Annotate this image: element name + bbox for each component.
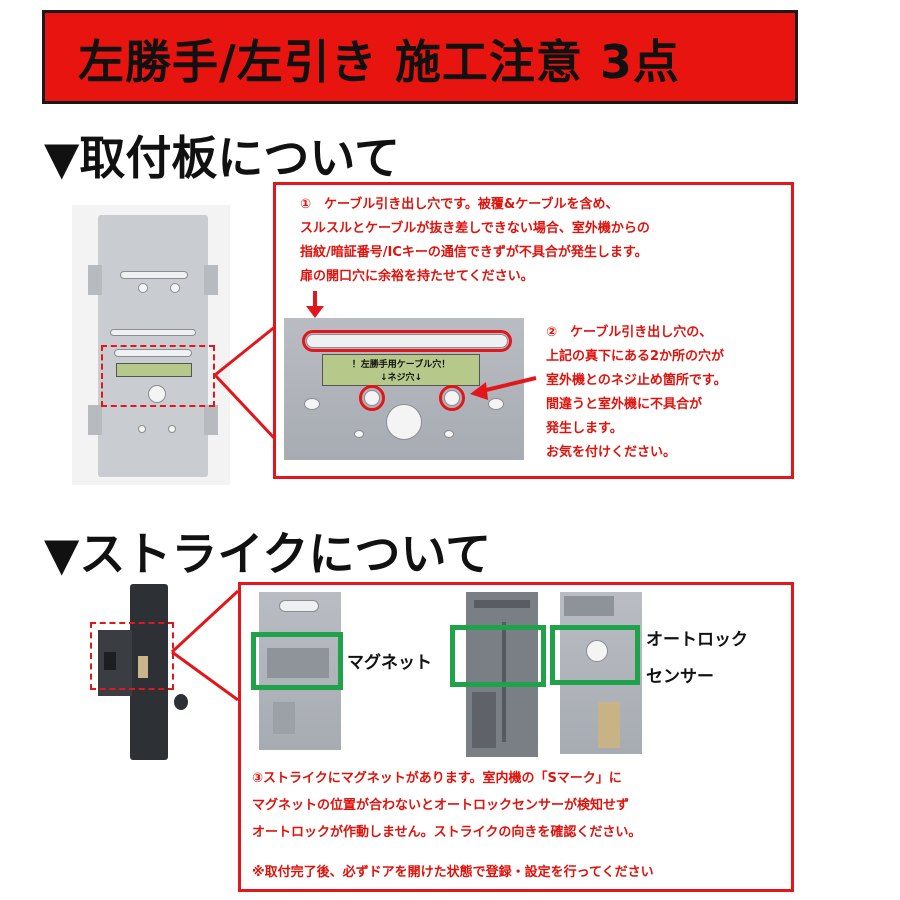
- plate-hole: [138, 283, 148, 293]
- arrow-down-icon: [313, 291, 317, 309]
- magnet-highlight-box: [251, 632, 343, 690]
- note-2-line: 発生します。: [546, 421, 623, 436]
- strike-top: [564, 596, 614, 616]
- note-2-line: 上記の真下にある2か所の穴が: [546, 349, 725, 364]
- strike-knob: [174, 694, 188, 710]
- magnet-area: [267, 648, 329, 678]
- note-3-line: ③ストライクにマグネットがあります。室内機の「Sマーク」に: [252, 771, 622, 786]
- plate-slot: [114, 349, 192, 357]
- plate-hole: [148, 385, 166, 403]
- note-1: ① ケーブル引き出し穴です。被覆&ケーブルを含め、 スルスルとケーブルが抜き差し…: [300, 193, 650, 289]
- plate-hole: [444, 430, 454, 438]
- strike-slot: [273, 702, 295, 734]
- note-3-line: オートロックが作動しません。ストライクの向きを確認ください。: [252, 825, 642, 840]
- strike-slot: [472, 692, 496, 748]
- strike-edge: [474, 600, 530, 608]
- cable-slot-highlight: [302, 330, 512, 352]
- strike-slot: [104, 652, 116, 670]
- plate-tab: [204, 405, 218, 435]
- plate-hole: [168, 425, 176, 433]
- plate-label-line2: ↓ネジ穴↓: [379, 373, 423, 383]
- strike-detail-photo-2: [466, 592, 538, 757]
- magnet-highlight-box: [450, 625, 546, 687]
- strike-body: [130, 584, 168, 760]
- plate-zoom-label: ！左勝手用ケーブル穴！ ↓ネジ穴↓: [322, 354, 480, 386]
- note-2-line: 室外機とのネジ止め箇所です。: [546, 373, 727, 388]
- highlight-dashed-box: [90, 622, 174, 690]
- connector-line: [214, 324, 277, 377]
- center-hole: [386, 404, 422, 440]
- title-banner: [42, 10, 798, 104]
- connector-line: [171, 650, 239, 702]
- strike-latch: [138, 656, 148, 678]
- strike-detail-photo-3: [560, 592, 642, 754]
- plate-zoom-photo: ！左勝手用ケーブル穴！ ↓ネジ穴↓: [284, 318, 524, 460]
- screw-hole-highlight: [439, 385, 465, 411]
- section-heading-strike: ▼ストライクについて: [44, 527, 492, 581]
- note-2-line: お気を付けください。: [546, 445, 677, 460]
- arrow-left-icon: [470, 376, 537, 400]
- plate-tab: [204, 265, 218, 295]
- strike-latch: [598, 702, 620, 748]
- connector-line: [170, 589, 240, 654]
- note-2: ② ケーブル引き出し穴の、 上記の真下にある2か所の穴が 室外機とのネジ止め箇所…: [546, 321, 727, 465]
- sensor-label-line2: センサー: [646, 667, 714, 687]
- note-1-line: 扉の開口穴に余裕を持たせてください。: [300, 269, 534, 284]
- plate-tab: [88, 265, 102, 295]
- plate-slot: [110, 329, 196, 336]
- connector-line: [213, 373, 278, 442]
- note-1-line: スルスルとケーブルが抜き差しできない場合、室外機からの: [300, 221, 650, 236]
- screw-hole-highlight: [359, 385, 385, 411]
- sensor-highlight-box: [550, 625, 640, 685]
- plate-hole: [138, 425, 146, 433]
- note-1-line: ① ケーブル引き出し穴です。被覆&ケーブルを含め、: [300, 197, 619, 212]
- note-1-line: 指紋/暗証番号/ICキーの通信できずが不具合が発生します。: [300, 245, 648, 260]
- section-heading-mounting-plate: ▼取付板について: [44, 131, 400, 185]
- magnet-label: マグネット: [347, 653, 432, 673]
- plate-hole: [488, 398, 504, 410]
- arrow-down-icon: [306, 306, 324, 318]
- sensor-mark: [586, 640, 608, 662]
- plate-label-line1: ！左勝手用ケーブル穴！: [351, 360, 451, 370]
- note-4: ※取付完了後、必ずドアを開けた状態で登録・設定を行ってください: [252, 865, 654, 880]
- note-2-line: ② ケーブル引き出し穴の、: [546, 325, 713, 340]
- plate-hole: [170, 283, 180, 293]
- mounting-plate-photo: [72, 205, 230, 485]
- note-3: ③ストライクにマグネットがあります。室内機の「Sマーク」に マグネットの位置が合…: [252, 765, 641, 846]
- plate-hole: [304, 398, 320, 410]
- plate-label: [116, 363, 192, 377]
- plate-slot: [120, 271, 188, 279]
- sensor-label-line1: オートロック: [646, 630, 748, 650]
- note-3-line: マグネットの位置が合わないとオートロックセンサーが検知せず: [252, 798, 630, 813]
- strike-screw-slot: [279, 600, 319, 612]
- plate-hole: [354, 430, 364, 438]
- page-title: 左勝手/左引き 施工注意 3点: [78, 35, 680, 89]
- note-2-line: 間違うと室外機に不具合が: [546, 397, 703, 412]
- strike-detail-photo-1: [259, 592, 341, 750]
- plate-tab: [88, 405, 102, 435]
- strike-photo: [88, 582, 188, 762]
